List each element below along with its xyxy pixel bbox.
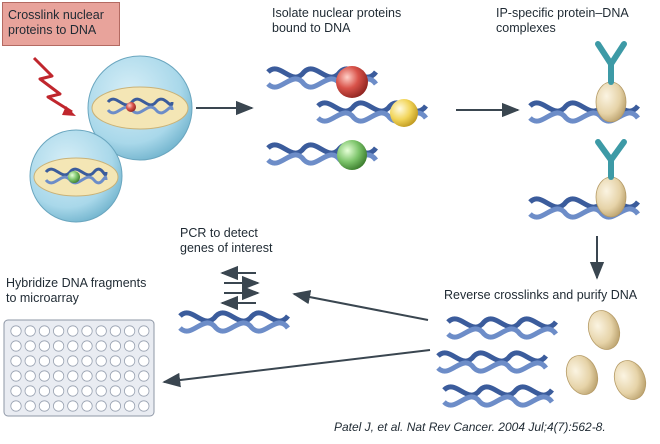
microarray-well xyxy=(138,355,150,367)
microarray-well xyxy=(138,325,150,337)
microarray-well xyxy=(24,355,36,367)
microarray-well xyxy=(138,400,150,412)
microarray-well xyxy=(38,370,51,382)
microarray-well xyxy=(38,325,51,337)
microarray-well xyxy=(81,385,93,397)
microarray-well xyxy=(10,325,22,337)
crosslink-step-box xyxy=(2,2,120,46)
arrow-icon xyxy=(162,349,431,388)
hybridize-label: Hybridize DNA fragments to microarray xyxy=(6,276,147,305)
protein-icon xyxy=(595,176,627,218)
microarray-well xyxy=(95,355,107,367)
microarray-well xyxy=(10,385,22,397)
microarray-well xyxy=(10,370,22,382)
arrow-icon xyxy=(292,290,429,321)
pcr-primers-icon xyxy=(220,265,260,311)
protein-icon xyxy=(337,140,367,170)
cell-icon xyxy=(29,129,123,223)
microarray-well xyxy=(24,325,36,337)
microarray-well xyxy=(124,355,136,367)
microarray-well xyxy=(124,325,136,337)
microarray-well xyxy=(81,370,93,382)
microarray-well xyxy=(95,400,107,412)
microarray-well xyxy=(95,385,107,397)
protein-icon xyxy=(565,355,599,395)
microarray-well xyxy=(52,355,65,367)
microarray-well xyxy=(10,355,22,367)
microarray-well xyxy=(109,355,122,367)
microarray-well xyxy=(10,400,22,412)
microarray-well xyxy=(124,385,136,397)
microarray-well xyxy=(109,370,122,382)
reverse-label: Reverse crosslinks and purify DNA xyxy=(444,288,638,302)
microarray-well xyxy=(138,385,150,397)
dna-icon xyxy=(106,97,174,115)
antibody-icon xyxy=(595,139,627,180)
microarray-well xyxy=(138,340,150,352)
microarray-well xyxy=(124,400,136,412)
microarray-well xyxy=(24,400,36,412)
microarray-well xyxy=(52,370,65,382)
antibody-icon xyxy=(595,41,627,85)
microarray-well xyxy=(138,370,150,382)
isolate-label: Isolate nuclear proteins bound to DNA xyxy=(272,6,402,35)
microarray-well xyxy=(124,340,136,352)
dna-icon xyxy=(436,350,548,374)
microarray-well xyxy=(109,325,122,337)
protein-icon xyxy=(595,81,627,123)
protein-icon xyxy=(390,99,418,127)
microarray-well xyxy=(52,340,65,352)
microarray-well xyxy=(95,325,107,337)
microarray-well xyxy=(67,340,79,352)
microarray-well xyxy=(52,325,65,337)
microarray-well xyxy=(24,340,36,352)
protein-icon xyxy=(68,171,80,183)
dna-icon xyxy=(44,167,108,185)
ip-label: IP-specific protein–DNA complexes xyxy=(496,6,629,35)
microarray-well xyxy=(24,385,36,397)
microarray-well xyxy=(38,355,51,367)
microarray-well xyxy=(67,385,79,397)
microarray-well xyxy=(81,400,93,412)
dna-icon xyxy=(446,316,558,340)
lightning-bolt-icon xyxy=(32,56,76,116)
microarray-well xyxy=(67,370,79,382)
microarray-well xyxy=(109,400,122,412)
microarray-well xyxy=(38,385,51,397)
microarray-well xyxy=(81,340,93,352)
microarray-well xyxy=(67,400,79,412)
protein-icon xyxy=(613,360,647,400)
microarray-well xyxy=(38,340,51,352)
microarray-icon xyxy=(3,319,155,417)
microarray-well xyxy=(95,370,107,382)
protein-icon xyxy=(587,310,621,350)
microarray-well xyxy=(81,355,93,367)
microarray-well xyxy=(52,400,65,412)
protein-icon xyxy=(336,66,368,98)
microarray-well xyxy=(95,340,107,352)
crosslink-label: Crosslink nuclear proteins to DNA xyxy=(8,8,104,37)
cell-icon xyxy=(87,55,193,161)
pcr-label: PCR to detect genes of interest xyxy=(180,226,273,255)
microarray-well xyxy=(38,400,51,412)
protein-icon xyxy=(126,102,136,112)
microarray-well xyxy=(109,340,122,352)
microarray-well xyxy=(52,385,65,397)
microarray-well xyxy=(109,385,122,397)
microarray-well xyxy=(124,370,136,382)
dna-icon xyxy=(178,310,290,334)
microarray-well xyxy=(24,370,36,382)
microarray-well xyxy=(10,340,22,352)
microarray-well xyxy=(67,325,79,337)
microarray-well xyxy=(81,325,93,337)
citation: Patel J, et al. Nat Rev Cancer. 2004 Jul… xyxy=(334,420,606,434)
dna-icon xyxy=(442,384,554,408)
microarray-well xyxy=(67,355,79,367)
